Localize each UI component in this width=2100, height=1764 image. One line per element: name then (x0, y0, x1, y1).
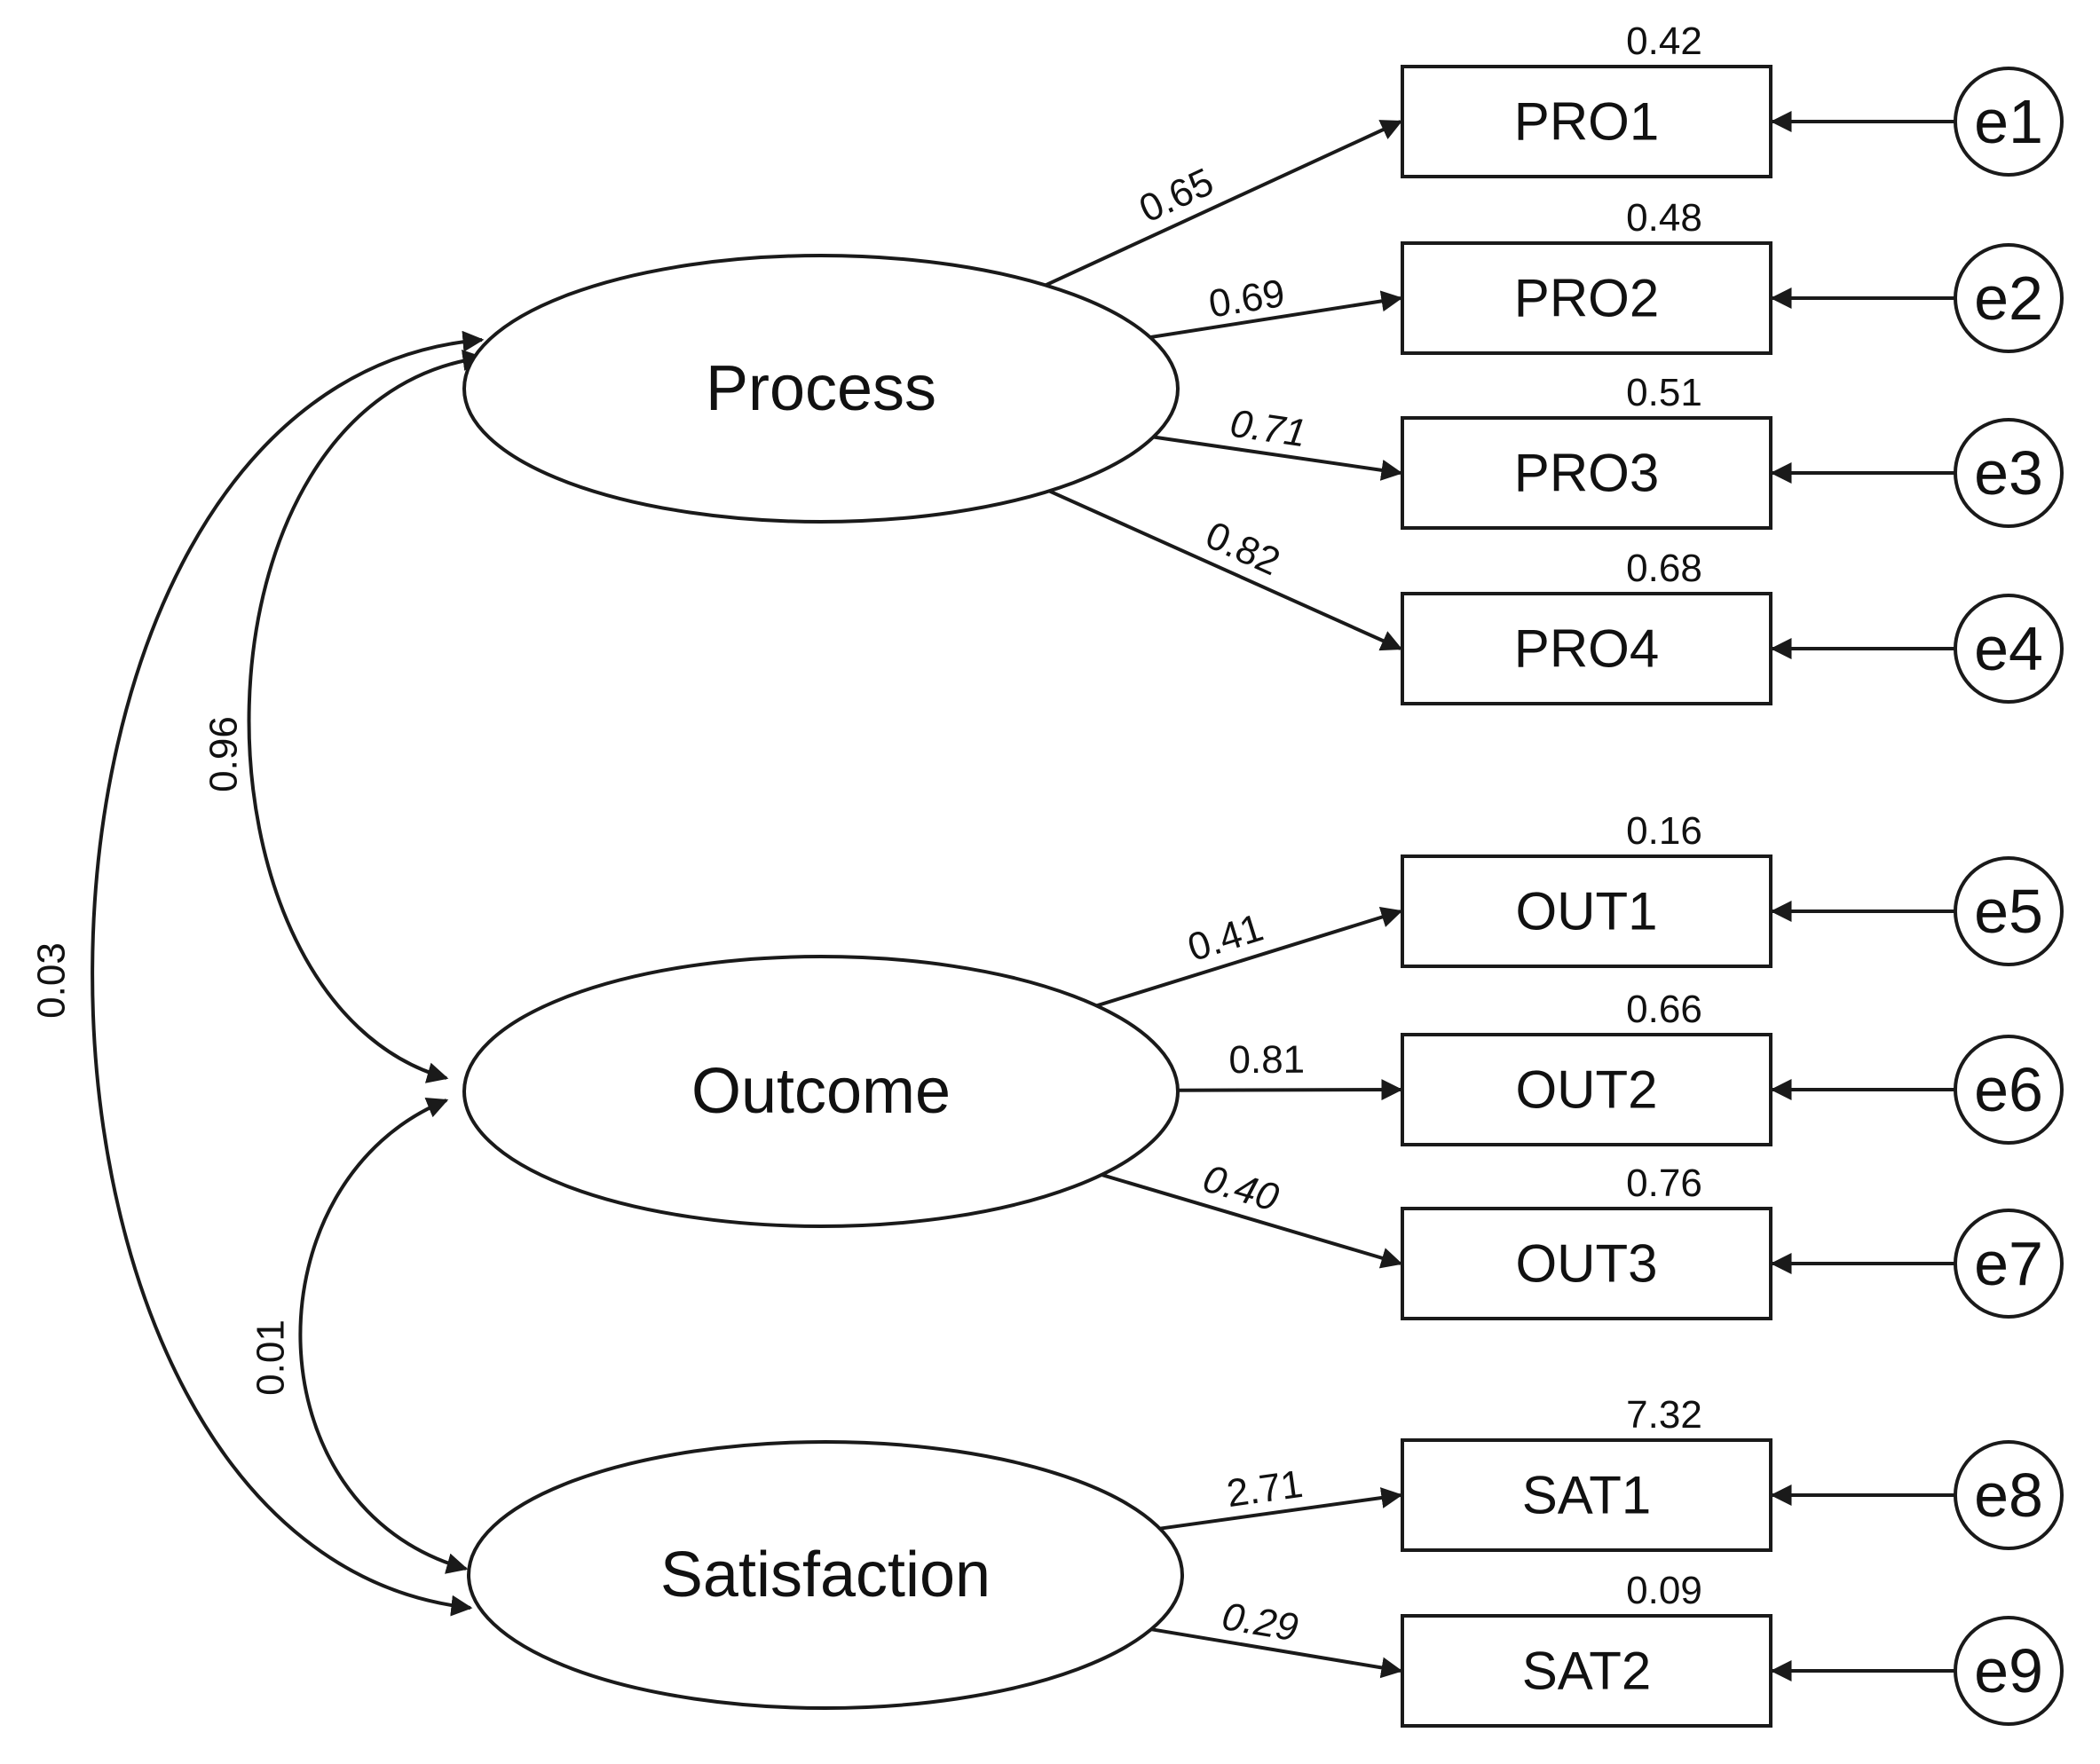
indicator-label: OUT1 (1515, 882, 1657, 941)
error-circle (1954, 594, 2064, 704)
indicator-box (1401, 1438, 1772, 1552)
error-label: e5 (1974, 877, 2043, 946)
covariance-arrow-process-satisfaction (91, 330, 485, 1617)
indicator-pro2: PRO2 (1401, 241, 1772, 355)
covariance-value: 0.96 (202, 716, 246, 792)
r-squared-value: 0.16 (1626, 809, 1702, 853)
indicator-sat2: SAT2 (1401, 1614, 1772, 1728)
loading-value: 0.71 (1228, 402, 1309, 456)
error-e9: e9 (1954, 1616, 2064, 1726)
error-e8: e8 (1954, 1440, 2064, 1550)
indicator-box (1401, 1614, 1772, 1728)
loading-arrow (1045, 120, 1403, 287)
latent-ellipse (462, 955, 1180, 1228)
indicator-box (1401, 1207, 1772, 1320)
r-squared-value: 7.32 (1626, 1393, 1702, 1437)
r-squared-value: 0.48 (1626, 196, 1702, 240)
loading-arrow (1048, 489, 1403, 651)
r-squared-value: 0.51 (1626, 371, 1702, 414)
error-circle (1954, 1616, 2064, 1726)
error-label: e7 (1974, 1229, 2043, 1298)
error-circle (1954, 67, 2064, 177)
error-e4: e4 (1954, 594, 2064, 704)
error-label: e2 (1974, 264, 2043, 333)
r-squared-value: 0.09 (1626, 1569, 1702, 1612)
error-circle (1954, 1035, 2064, 1145)
r-squared-value: 0.66 (1626, 988, 1702, 1031)
loading-value: 0.40 (1198, 1157, 1284, 1221)
loading-arrow (1150, 1627, 1403, 1679)
indicator-out3: OUT3 (1401, 1207, 1772, 1320)
indicator-label: PRO3 (1514, 444, 1659, 503)
indicator-box (1401, 592, 1772, 705)
covariance-arrow-process-outcome (247, 350, 485, 1083)
loading-arrow (1159, 1487, 1403, 1531)
loading-value: 2.71 (1224, 1462, 1306, 1516)
latent-label: Process (706, 353, 936, 424)
error-label: e9 (1974, 1636, 2043, 1705)
error-e2: e2 (1954, 243, 2064, 353)
covariance-value: 0.01 (249, 1319, 293, 1396)
indicator-label: PRO1 (1514, 92, 1659, 152)
error-e6: e6 (1954, 1035, 2064, 1145)
latent-label: Outcome (691, 1056, 951, 1127)
error-e7: e7 (1954, 1209, 2064, 1319)
error-label: e4 (1974, 614, 2043, 683)
error-circle (1954, 1440, 2064, 1550)
loading-value: 0.65 (1133, 160, 1220, 231)
error-label: e3 (1974, 438, 2043, 508)
indicator-box (1401, 241, 1772, 355)
error-circle (1954, 418, 2064, 528)
error-label: e6 (1974, 1055, 2043, 1124)
latent-ellipse (467, 1440, 1184, 1710)
error-label: e1 (1974, 87, 2043, 156)
indicator-box (1401, 854, 1772, 968)
error-e1: e1 (1954, 67, 2064, 177)
indicator-label: SAT1 (1522, 1466, 1652, 1525)
loading-value: 0.41 (1183, 906, 1268, 970)
r-squared-value: 0.42 (1626, 20, 1702, 63)
error-label: e8 (1974, 1461, 2043, 1530)
indicator-sat1: SAT1 (1401, 1438, 1772, 1552)
indicator-pro1: PRO1 (1401, 65, 1772, 178)
indicator-box (1401, 65, 1772, 178)
indicator-box (1401, 1033, 1772, 1146)
latent-satisfaction: Satisfaction (467, 1440, 1184, 1710)
indicator-label: OUT2 (1515, 1060, 1657, 1120)
loading-arrow (1095, 906, 1403, 1008)
indicator-label: OUT3 (1515, 1234, 1657, 1294)
indicator-box (1401, 416, 1772, 530)
indicator-label: PRO4 (1514, 619, 1659, 679)
error-e5: e5 (1954, 856, 2064, 966)
covariance-arrow-outcome-satisfaction (298, 1097, 469, 1574)
error-e3: e3 (1954, 418, 2064, 528)
loading-arrow (1149, 290, 1403, 340)
latent-outcome: Outcome (462, 955, 1180, 1228)
loading-value: 0.82 (1199, 513, 1286, 584)
latent-process: Process (462, 254, 1180, 524)
loading-arrow (1101, 1172, 1403, 1269)
latent-label: Satisfaction (660, 1540, 991, 1610)
loading-arrow (1153, 435, 1403, 481)
loading-arrow (1177, 1079, 1403, 1101)
indicator-pro4: PRO4 (1401, 592, 1772, 705)
error-circle (1954, 243, 2064, 353)
latent-ellipse (462, 254, 1180, 524)
covariance-value: 0.03 (30, 942, 74, 1019)
indicator-out2: OUT2 (1401, 1033, 1772, 1146)
indicator-label: SAT2 (1522, 1642, 1652, 1701)
error-circle (1954, 1209, 2064, 1319)
indicator-out1: OUT1 (1401, 854, 1772, 968)
error-circle (1954, 856, 2064, 966)
r-squared-value: 0.68 (1626, 547, 1702, 590)
r-squared-value: 0.76 (1626, 1162, 1702, 1205)
indicator-label: PRO2 (1514, 269, 1659, 328)
indicator-pro3: PRO3 (1401, 416, 1772, 530)
loading-value: 0.81 (1228, 1038, 1305, 1082)
